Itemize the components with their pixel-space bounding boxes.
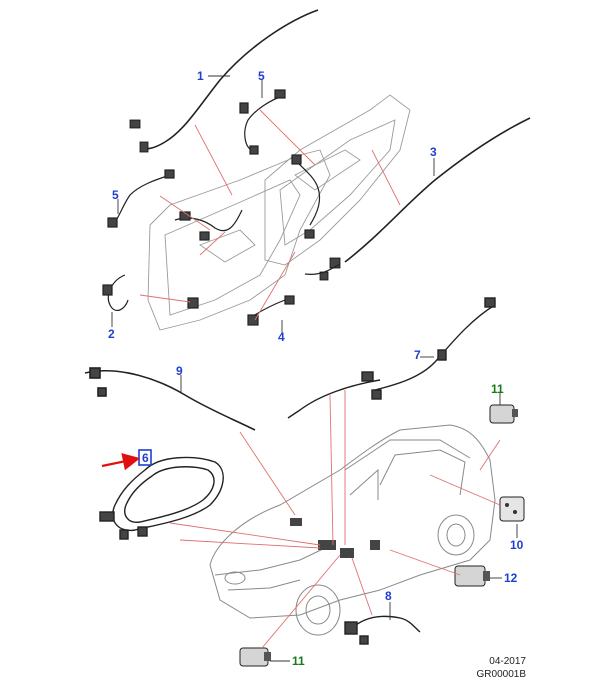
harness-5-rear [239, 89, 286, 155]
callout-6: 6 [142, 451, 149, 465]
callout-10: 10 [510, 538, 524, 552]
pointer-arrow [101, 453, 141, 471]
callout-2: 2 [108, 327, 115, 341]
callout-5-rear: 5 [258, 69, 265, 83]
harness-3-tail [304, 263, 341, 275]
module-11-lower [239, 647, 271, 667]
callout-6-selected[interactable]: 6 [138, 449, 152, 466]
front-door-panel [147, 149, 331, 331]
harness-8 [344, 615, 421, 645]
rear-door-panel [264, 94, 411, 266]
footer-date: 04-2017 [489, 656, 526, 667]
callout-11-upper: 11 [491, 382, 504, 396]
harness-3 [344, 117, 531, 263]
callout-9: 9 [176, 364, 183, 378]
callout-3: 3 [430, 145, 437, 159]
vehicle-outline [209, 424, 496, 636]
leader-lines [139, 109, 501, 649]
harness-1 [139, 9, 319, 150]
callout-5-front: 5 [112, 188, 119, 202]
callout-4: 4 [278, 330, 285, 344]
callout-ticks [111, 75, 518, 662]
connector-1 [129, 119, 149, 153]
harness-7 [287, 297, 496, 419]
callout-1: 1 [197, 69, 204, 83]
callout-12: 12 [504, 571, 518, 585]
module-10 [499, 496, 525, 522]
module-12 [454, 565, 490, 587]
callout-11-lower: 11 [292, 654, 305, 668]
connector-3 [319, 257, 341, 281]
harness-5-front [107, 169, 175, 228]
callout-7: 7 [414, 348, 421, 362]
module-11-upper [489, 404, 518, 424]
harness-2 [102, 274, 199, 312]
door-harness-front-inner [174, 209, 243, 241]
harness-6-loop [99, 456, 224, 540]
footer-code: GR00001B [476, 669, 526, 680]
body-harness-junction [290, 518, 380, 558]
harness-9 [84, 367, 256, 431]
harness-4 [247, 295, 295, 326]
callout-8: 8 [385, 589, 392, 603]
door-harness-rear-inner [291, 154, 321, 239]
